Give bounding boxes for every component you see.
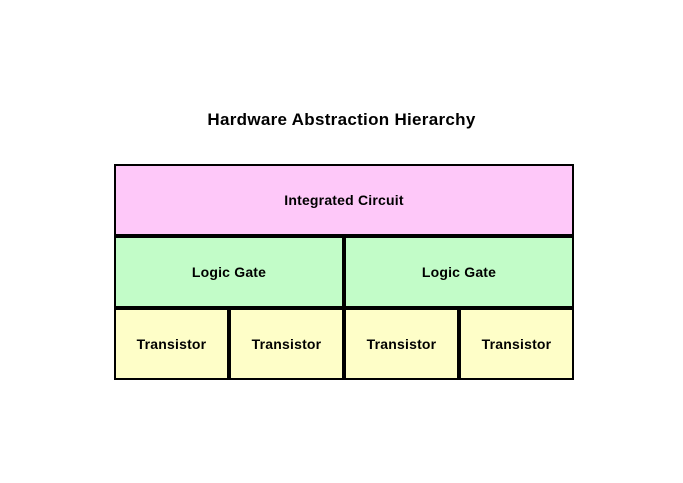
integrated-circuit-box: Integrated Circuit (114, 164, 574, 236)
level-logic-gates: Logic Gate Logic Gate (114, 236, 574, 308)
transistor-label: Transistor (481, 336, 552, 352)
logic-gate-box: Logic Gate (344, 236, 574, 308)
transistor-box: Transistor (344, 308, 459, 380)
transistor-box: Transistor (229, 308, 344, 380)
logic-gate-label: Logic Gate (191, 264, 267, 280)
transistor-label: Transistor (366, 336, 437, 352)
transistor-label: Transistor (136, 336, 207, 352)
transistor-box: Transistor (114, 308, 229, 380)
hierarchy-diagram: Integrated Circuit Logic Gate Logic Gate… (114, 164, 574, 380)
logic-gate-box: Logic Gate (114, 236, 344, 308)
integrated-circuit-label: Integrated Circuit (284, 192, 404, 208)
transistor-label: Transistor (251, 336, 322, 352)
logic-gate-label: Logic Gate (421, 264, 497, 280)
transistor-box: Transistor (459, 308, 574, 380)
level-transistors: Transistor Transistor Transistor Transis… (114, 308, 574, 380)
level-integrated-circuit: Integrated Circuit (114, 164, 574, 236)
diagram-title: Hardware Abstraction Hierarchy (207, 110, 476, 129)
